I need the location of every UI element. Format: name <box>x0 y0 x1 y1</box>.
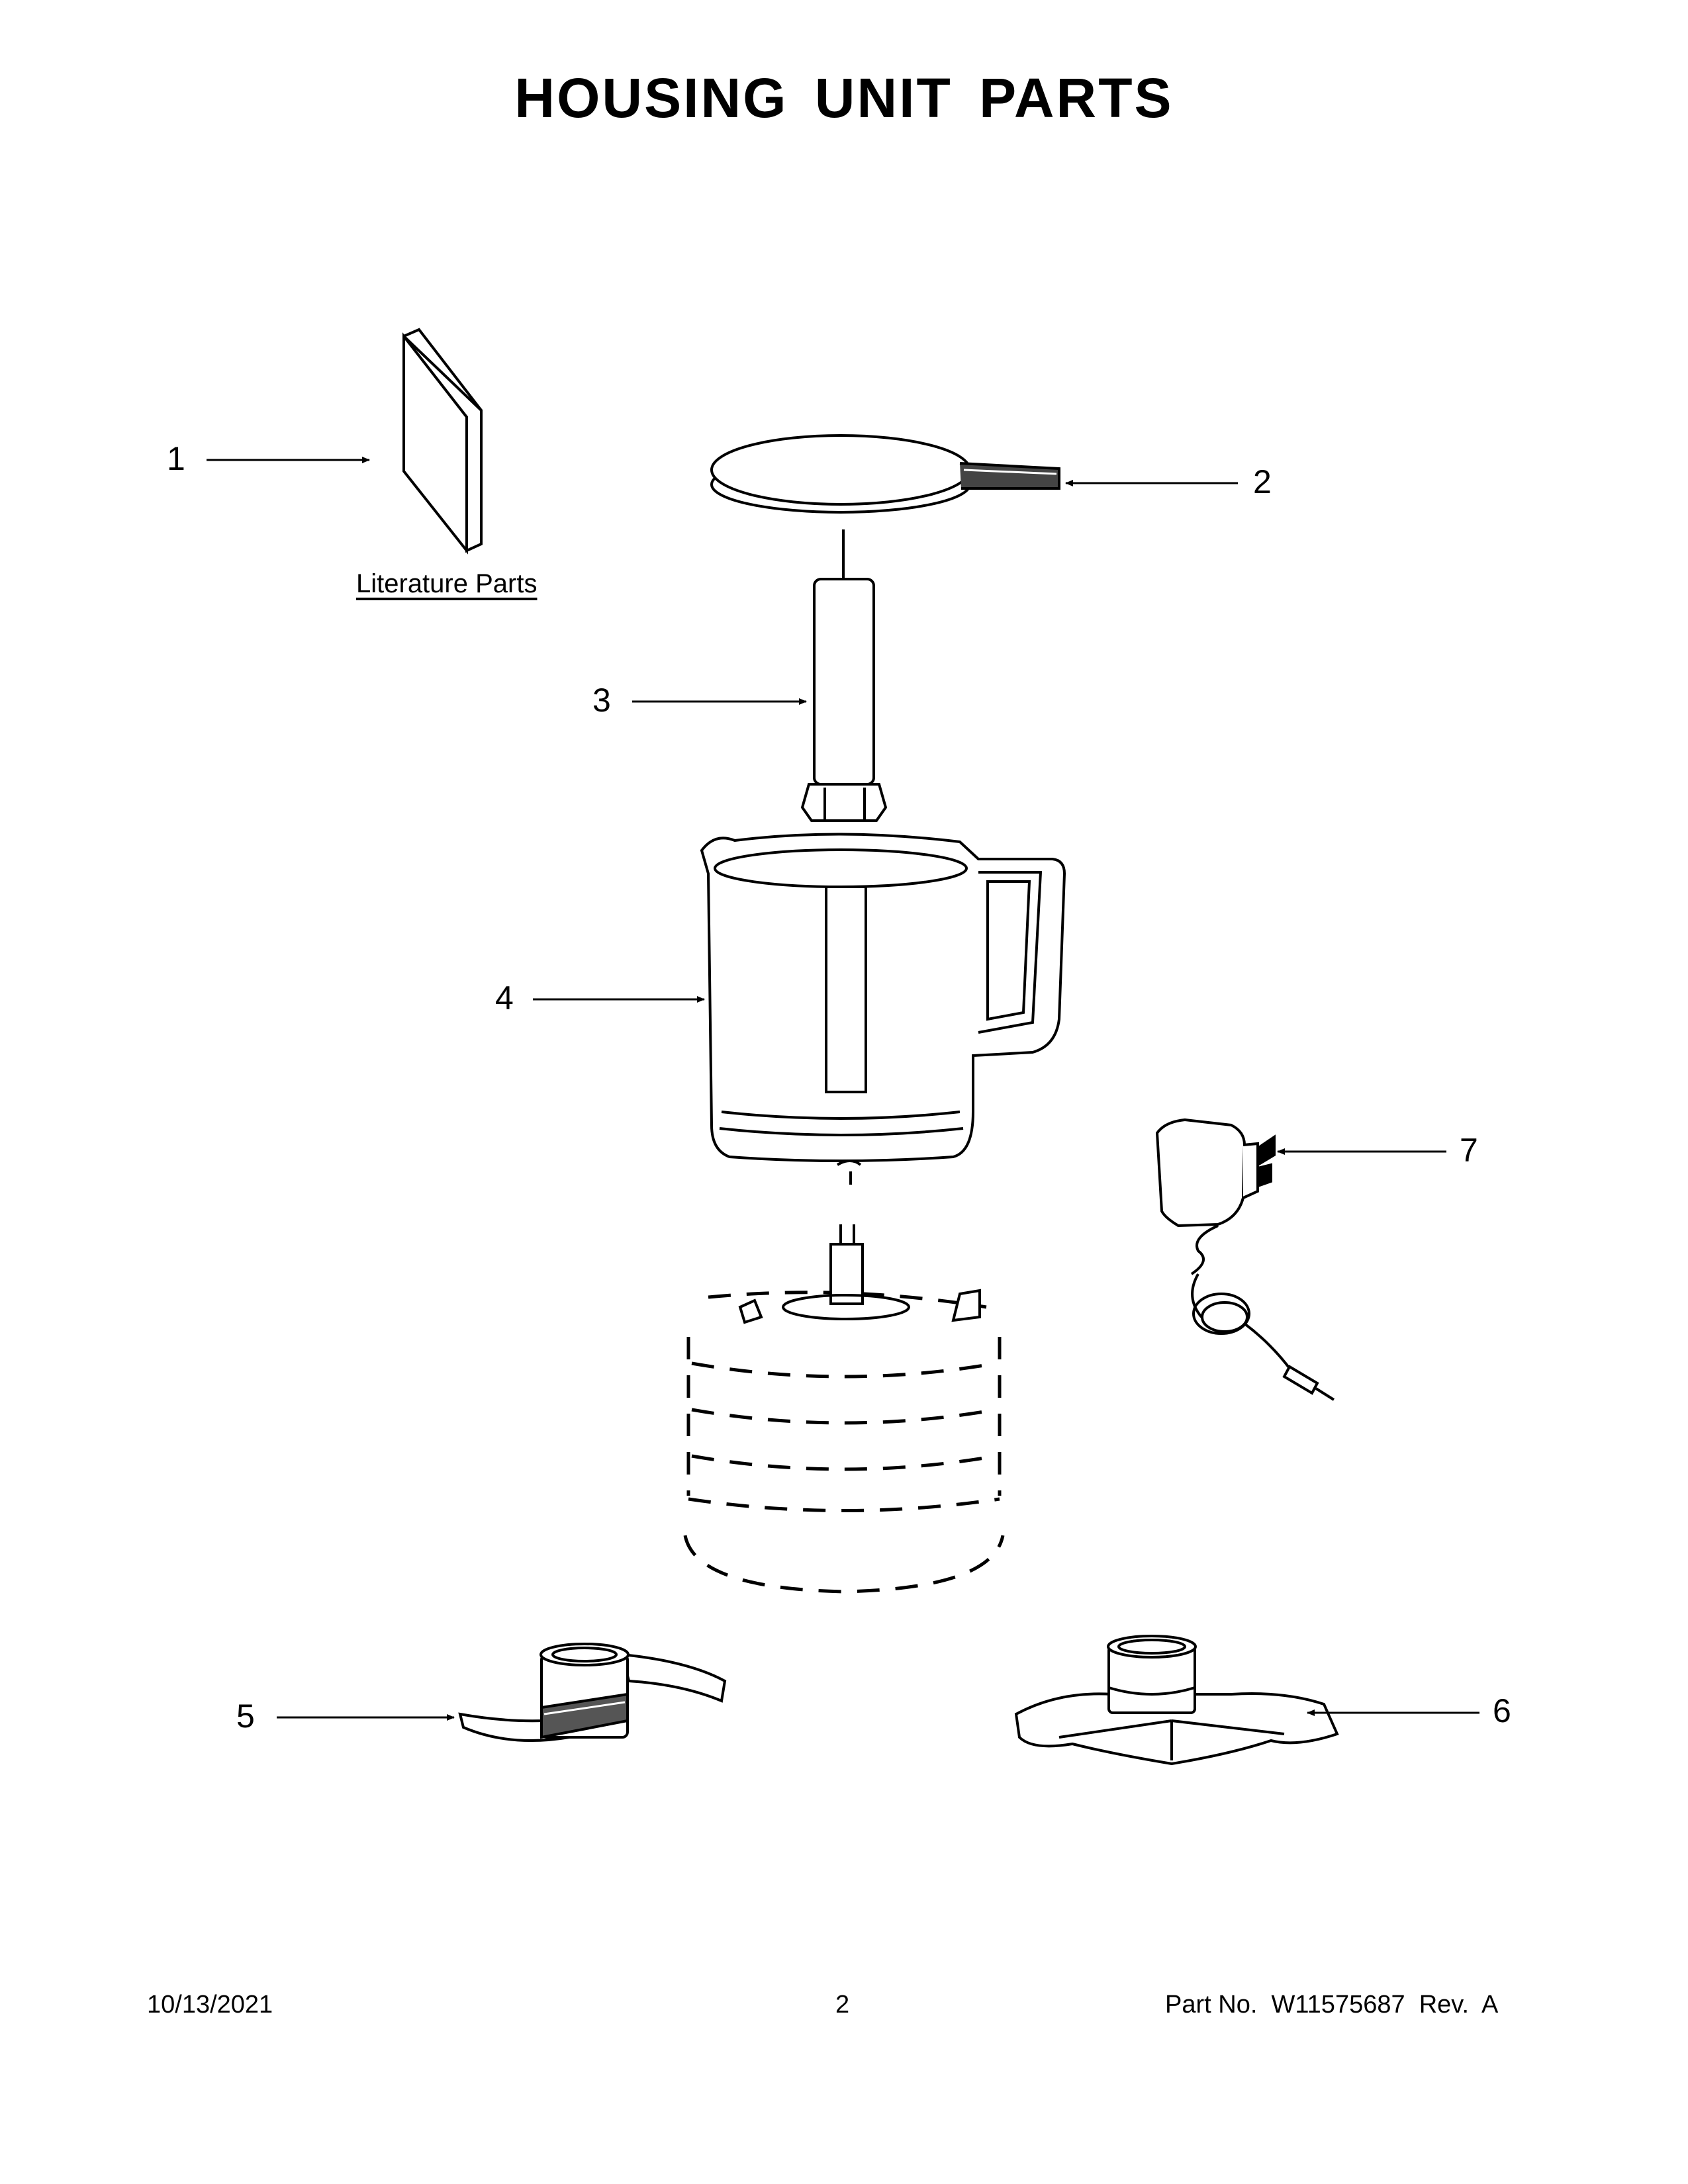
callout-4: 4 <box>495 979 514 1017</box>
power-adapter-icon <box>1155 1118 1335 1401</box>
literature-booklet-icon <box>402 328 483 555</box>
drive-shaft-icon <box>800 529 888 822</box>
motor-base-outline <box>683 1160 1005 1594</box>
callout-6: 6 <box>1493 1692 1511 1729</box>
callout-arrows <box>207 457 1479 1721</box>
callout-7: 7 <box>1460 1132 1478 1169</box>
footer-page-number: 2 <box>835 1991 850 2019</box>
callout-5: 5 <box>236 1698 255 1735</box>
page-title: HOUSING UNIT PARTS <box>514 67 1174 129</box>
callout-1: 1 <box>167 440 185 477</box>
footer-date: 10/13/2021 <box>147 1991 273 2019</box>
lid-icon <box>710 434 1060 514</box>
motor-base-drive-hub <box>738 1224 981 1324</box>
callout-3: 3 <box>592 682 611 719</box>
footer-part-number: Part No. W11575687 Rev. A <box>1165 1991 1499 2019</box>
work-bowl-icon <box>700 833 1066 1162</box>
chopping-blade-icon <box>458 1643 727 1742</box>
literature-parts-link[interactable]: Literature Parts <box>356 569 538 598</box>
blade-adapter-icon <box>1014 1635 1339 1766</box>
callout-2: 2 <box>1253 463 1272 500</box>
